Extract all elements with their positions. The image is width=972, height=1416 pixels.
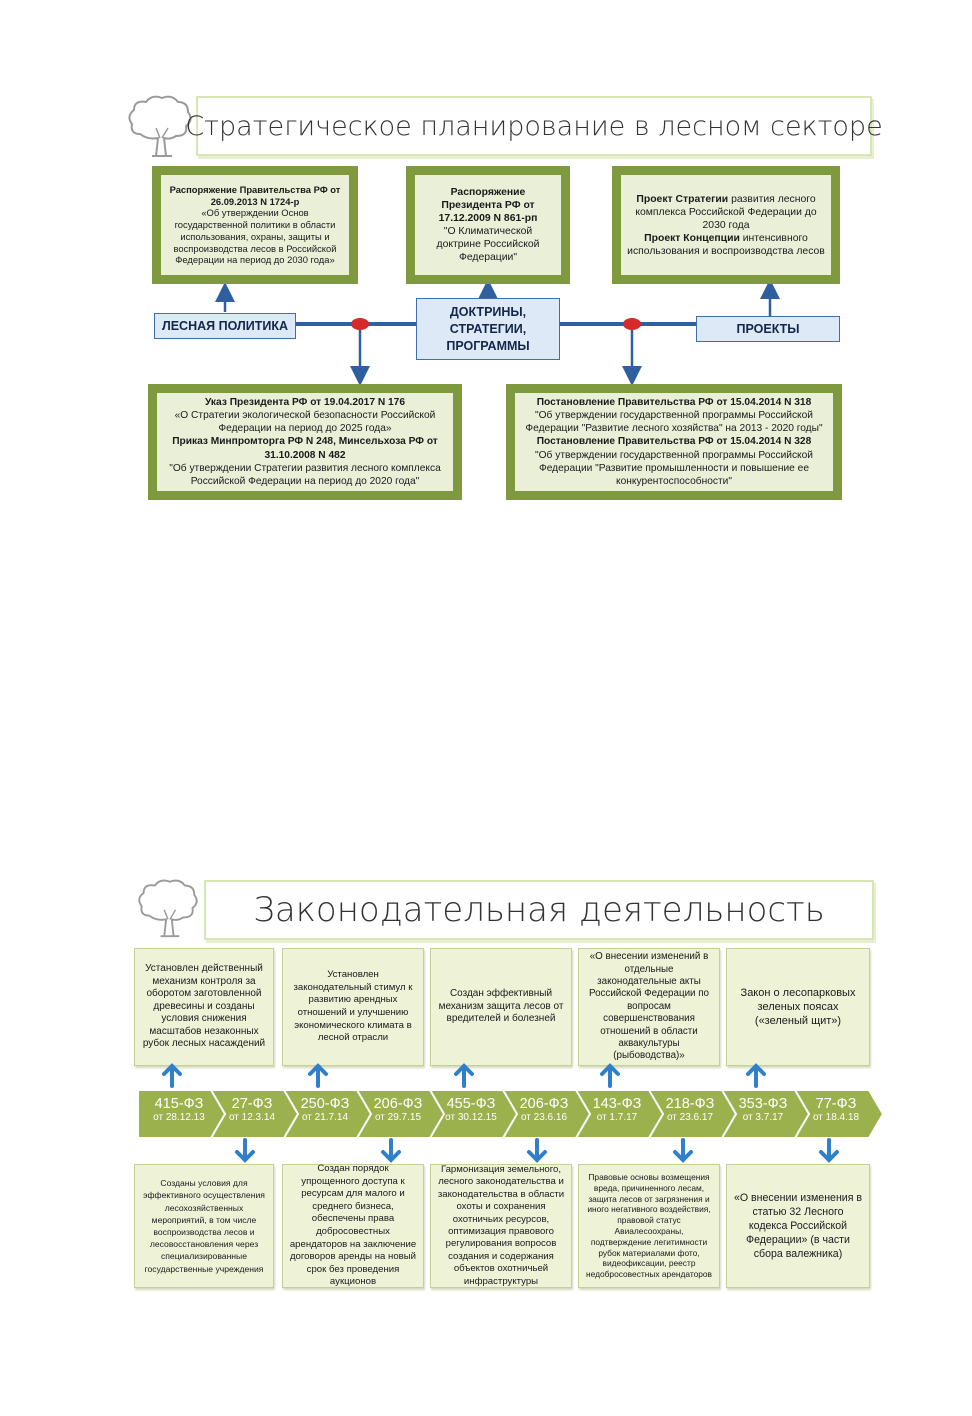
arrow-down-icon [819, 1138, 839, 1163]
law-date: от 30.12.15 [445, 1112, 497, 1123]
arrow-up-icon [746, 1063, 766, 1088]
label-projects: ПРОЕКТЫ [696, 316, 840, 342]
box-policy-order-text: «Об утверждении Основ государственной по… [173, 207, 337, 266]
section1-title: Стратегическое планирование в лесном сек… [185, 110, 883, 142]
arrow-down-icon [673, 1138, 693, 1163]
decree-text: «О Стратегии экологической безопасности … [174, 409, 436, 435]
box-ecological-strategy-decree: Указ Президента РФ от 19.04.2017 N 176 «… [148, 384, 462, 500]
law-number: 218-ФЗ [665, 1096, 715, 1112]
top-card-5: Закон о лесопарковых зеленых поясах («зе… [726, 948, 870, 1066]
law-number: 27-ФЗ [231, 1096, 273, 1112]
section2-title: Законодательная деятельность [253, 890, 825, 930]
arrow-down-icon [381, 1138, 401, 1163]
law-number: 77-ФЗ [815, 1096, 857, 1112]
arrow-up-icon [600, 1063, 620, 1088]
resolution-318-text: "Об утверждении государственной программ… [525, 409, 823, 435]
box-government-resolutions: Постановление Правительства РФ от 15.04.… [506, 384, 842, 500]
law-number: 250-ФЗ [300, 1096, 350, 1112]
bottom-card-2: Создан порядок упрощенного доступа к рес… [282, 1163, 424, 1288]
top-card-2: Установлен законодательный стимул к разв… [282, 948, 424, 1066]
strategy-project-heading: Проект Стратегии [636, 193, 729, 205]
law-number: 206-ФЗ [373, 1096, 423, 1112]
section2-title-banner: Законодательная деятельность [204, 880, 874, 940]
box-policy-order-heading: Распоряжение Правительства РФ от 26.09.2… [169, 183, 341, 207]
box-strategy-project: Проект Стратегии развития лесного компле… [612, 166, 840, 284]
arrow-down-icon [235, 1138, 255, 1163]
law-number: 455-ФЗ [446, 1096, 496, 1112]
timeline [137, 1063, 885, 1163]
top-card-1: Установлен действенный механизм контроля… [134, 948, 274, 1066]
tree-icon [138, 879, 198, 938]
law-date: от 18.4.18 [812, 1112, 860, 1123]
label-forest-policy: ЛЕСНАЯ ПОЛИТИКА [154, 313, 296, 339]
law-date: от 23.6.16 [520, 1112, 568, 1123]
decree-heading: Указ Президента РФ от 19.04.2017 N 176 [204, 396, 406, 408]
law-number: 143-ФЗ [592, 1096, 642, 1112]
law-date: от 12.3.14 [228, 1112, 276, 1123]
top-card-4: «О внесении изменений в отдельные законо… [578, 948, 720, 1066]
law-date: от 29.7.15 [374, 1112, 422, 1123]
ministry-order-heading: Приказ Минпромторга РФ N 248, Минсельхоз… [172, 436, 438, 461]
label-doctrines-strategies-programs: ДОКТРИНЫ, СТРАТЕГИИ, ПРОГРАММЫ [416, 298, 560, 360]
top-card-3: Создан эффективный механизм защита лесов… [430, 948, 572, 1066]
strategy-project-text: развития лесного комплекса Российской Фе… [635, 193, 817, 231]
law-date: от 23.6.17 [666, 1112, 714, 1123]
law-number: 353-ФЗ [738, 1096, 788, 1112]
law-number: 415-ФЗ [154, 1096, 204, 1112]
law-date: от 3.7.17 [742, 1112, 784, 1123]
concept-project-heading: Проект Концепции [644, 232, 740, 244]
law-date: от 28.12.13 [153, 1112, 205, 1123]
law-number: 206-ФЗ [519, 1096, 569, 1112]
resolution-328-heading: Постановление Правительства РФ от 15.04.… [536, 436, 812, 448]
arrow-down-icon [527, 1138, 547, 1163]
arrow-up-icon [308, 1063, 328, 1088]
law-date: от 1.7.17 [596, 1112, 638, 1123]
box-policy-order: Распоряжение Правительства РФ от 26.09.2… [152, 166, 358, 284]
box-climate-doctrine: Распоряжение Президента РФ от 17.12.2009… [406, 166, 570, 284]
law-chevron [793, 1089, 885, 1139]
arrow-up-icon [454, 1063, 474, 1088]
concept-project-text: интенсивного использования и воспроизвод… [627, 232, 825, 257]
box-climate-doctrine-text: "О Климатической доктрине Российской Фед… [436, 226, 540, 263]
resolution-328-text: "Об утверждении государственной программ… [535, 449, 813, 487]
bottom-card-3: Гармонизация земельного, лесного законод… [430, 1164, 572, 1288]
law-date: от 21.7.14 [301, 1112, 349, 1123]
junction-node-left [351, 318, 369, 330]
tree-icon [128, 95, 192, 157]
bottom-card-5: «О внесении изменения в статью 32 Лесног… [726, 1164, 870, 1288]
resolution-318-heading: Постановление Правительства РФ от 15.04.… [536, 396, 812, 408]
section1-title-banner: Стратегическое планирование в лесном сек… [185, 96, 883, 156]
junction-node-right [623, 318, 641, 330]
bottom-card-4: Правовые основы возмещения вреда, причин… [578, 1164, 720, 1288]
arrow-up-icon [162, 1063, 182, 1088]
connector-lines [215, 279, 780, 386]
bottom-card-1: Созданы условия для эффективного осущест… [134, 1164, 274, 1288]
box-climate-doctrine-heading: Распоряжение Президента РФ от 17.12.2009… [438, 187, 538, 224]
ministry-order-text: "Об утверждении Стратегии развития лесно… [169, 462, 441, 487]
